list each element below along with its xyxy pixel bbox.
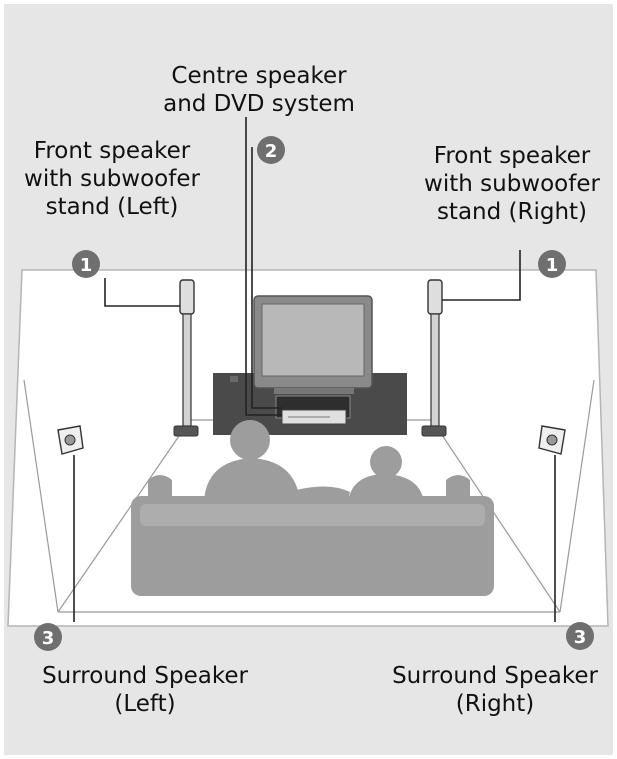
svg-text:3: 3 [574, 627, 587, 648]
label-surround-speaker-right: Surround Speaker (Right) [384, 662, 606, 718]
svg-text:2: 2 [265, 141, 278, 162]
badge-surround-left: 3 [34, 623, 62, 651]
label-front-right-line-1: Front speaker [412, 142, 612, 170]
label-front-right-line-3: stand (Right) [412, 198, 612, 226]
badge-front-left: 1 [72, 250, 100, 278]
label-centre-speaker: Centre speaker and DVD system [144, 62, 374, 118]
label-surround-left-line-1: Surround Speaker [34, 662, 256, 690]
label-front-left-line-3: stand (Left) [12, 193, 212, 221]
label-centre-line-2: and DVD system [144, 90, 374, 118]
svg-text:1: 1 [546, 255, 559, 276]
svg-text:3: 3 [42, 628, 55, 649]
badge-centre: 2 [257, 136, 285, 164]
label-front-left-line-2: with subwoofer [12, 165, 212, 193]
label-front-speaker-left: Front speaker with subwoofer stand (Left… [12, 137, 212, 221]
label-front-left-line-1: Front speaker [12, 137, 212, 165]
television [254, 296, 372, 394]
badge-surround-right: 3 [566, 622, 594, 650]
label-front-speaker-right: Front speaker with subwoofer stand (Righ… [412, 142, 612, 226]
dvd-system [282, 410, 346, 424]
label-centre-line-1: Centre speaker [144, 62, 374, 90]
badge-front-right: 1 [538, 250, 566, 278]
label-surround-left-line-2: (Left) [34, 690, 256, 718]
label-front-right-line-2: with subwoofer [412, 170, 612, 198]
svg-text:1: 1 [80, 255, 93, 276]
label-surround-right-line-1: Surround Speaker [384, 662, 606, 690]
label-surround-speaker-left: Surround Speaker (Left) [34, 662, 256, 718]
label-surround-right-line-2: (Right) [384, 690, 606, 718]
